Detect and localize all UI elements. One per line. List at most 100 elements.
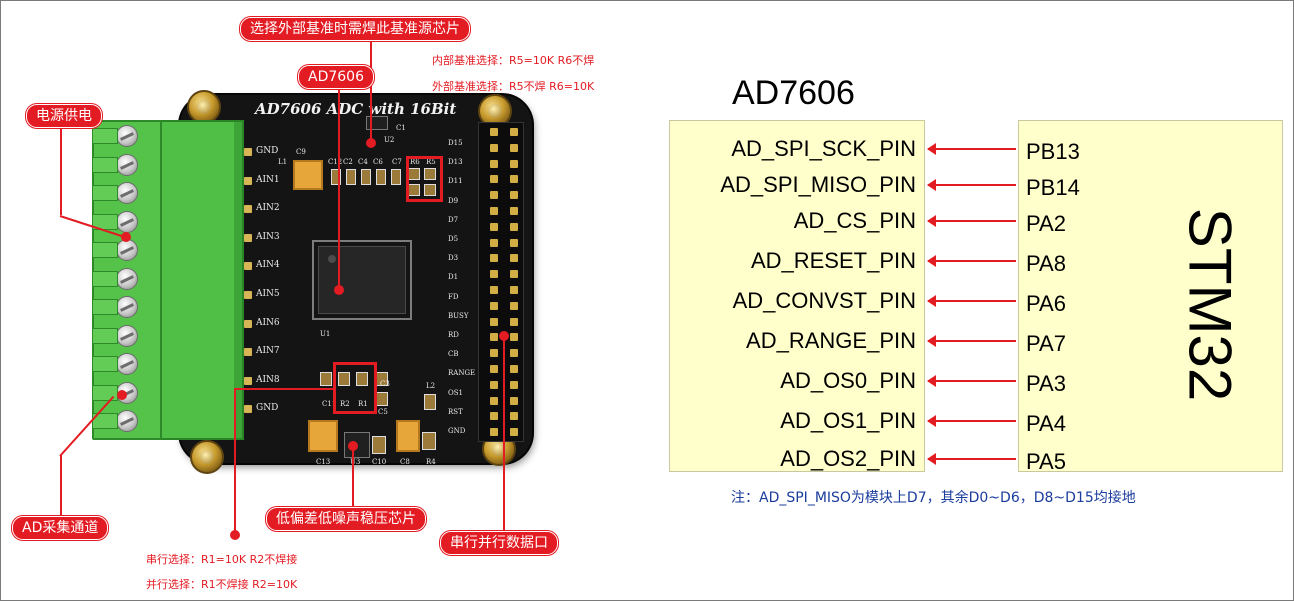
leader-power-dot (121, 232, 131, 242)
terminal-screw (116, 267, 138, 290)
header-pin (490, 349, 498, 358)
header-pin (490, 207, 498, 215)
header-pin (510, 286, 518, 294)
header-pin (490, 333, 498, 342)
header-pin (490, 254, 498, 263)
component-label: R6 (410, 158, 420, 166)
highlight-mode-resistors (333, 362, 377, 414)
leader-input-dot (117, 390, 127, 400)
pin1-marker (328, 255, 336, 263)
ad7606-signal-label: AD_RANGE_PIN (746, 328, 916, 353)
terminal-tab (92, 242, 118, 258)
header-pin (510, 365, 518, 373)
header-pin (510, 238, 518, 247)
left-pin-label: AIN7 (256, 346, 280, 357)
right-pin-label: BUSY (448, 311, 469, 320)
stm32-port-label: PA5 (1026, 449, 1066, 474)
right-pin-label: D3 (448, 254, 459, 263)
ad7606-signal-label: AD_OS2_PIN (780, 446, 916, 471)
pin-header (478, 122, 524, 442)
note-parallel-select: 并行选择：R1不焊接 R2=10K (146, 578, 298, 591)
component-label: U1 (320, 330, 331, 338)
component-label: R4 (426, 458, 436, 466)
smd-r1 (356, 372, 368, 386)
stm32-port-label: PA3 (1026, 371, 1066, 396)
terminal-pin-pad (244, 176, 252, 185)
header-pin (510, 270, 518, 279)
component-label: U3 (350, 458, 361, 466)
smd-c11 (320, 372, 332, 386)
left-pin-label: AIN2 (256, 203, 280, 214)
header-pin (510, 191, 518, 200)
terminal-tab (92, 356, 118, 372)
callout-data-port: 串行并行数据口 (440, 531, 558, 555)
smd-r2 (338, 372, 350, 386)
tantalum-cap-c8 (396, 420, 420, 452)
ad7606-pin-block (669, 120, 925, 472)
leader-reg-dot (348, 441, 358, 451)
smd-r4 (422, 432, 436, 450)
board-silkscreen-title: AD7606 ADC with 16Bit (255, 100, 457, 118)
terminal-screw (116, 324, 138, 347)
left-pin-label: GND (256, 403, 279, 414)
ad7606-signal-label: AD_OS0_PIN (780, 368, 916, 393)
header-pin (510, 349, 518, 358)
right-pin-label: RANGE (448, 369, 476, 378)
header-pin (510, 428, 518, 437)
smd-c7 (391, 169, 401, 185)
terminal-pin-pad (244, 233, 252, 242)
callout-regulator: 低偏差低噪声稳压芯片 (266, 507, 426, 531)
right-pin-label: OS1 (448, 388, 463, 397)
mcu-label: STM32 (1176, 207, 1244, 402)
right-pin-label: D15 (448, 139, 463, 147)
terminal-pin-pad (244, 348, 252, 357)
header-pin (510, 412, 518, 421)
component-label: L2 (426, 382, 436, 390)
terminal-screw (116, 353, 138, 375)
smd-l2 (424, 394, 436, 410)
connection-arrow (927, 179, 1016, 191)
smd-c10 (372, 436, 386, 454)
stm32-pin-block (1018, 120, 1283, 472)
connection-arrow (927, 335, 1016, 347)
terminal-pin-pad (244, 205, 252, 214)
component-label: U2 (384, 136, 395, 144)
leader-power-h (60, 125, 62, 215)
connection-arrow (927, 375, 1016, 387)
terminal-tab (92, 299, 118, 315)
terminal-screw (116, 210, 138, 233)
header-pin (510, 207, 518, 215)
note-internal-ref: 内部基准选择：R5=10K R6不焊 (432, 54, 595, 67)
terminal-tab (92, 128, 118, 144)
terminal-screw (116, 296, 138, 318)
terminal-pin-pad (244, 319, 252, 328)
header-pin (490, 365, 498, 373)
component-label: R5 (426, 158, 436, 166)
terminal-screw (116, 239, 138, 261)
stm32-port-label: PA8 (1026, 251, 1066, 276)
right-pin-label: D9 (448, 196, 459, 205)
tantalum-cap-c13 (308, 420, 338, 452)
callout-ad7606: AD7606 (298, 65, 374, 89)
component-label: C1 (396, 124, 406, 132)
smd-r5b (424, 184, 436, 196)
terminal-tab (92, 185, 118, 201)
leader-mode-h (234, 388, 334, 390)
pin-map-footnote: 注：AD_SPI_MISO为模块上D7，其余D0~D6，D8~D15均接地 (731, 490, 1136, 506)
smd-c3 (376, 392, 388, 406)
header-pin (490, 317, 498, 326)
component-label: C6 (373, 158, 383, 166)
leader-top (370, 38, 372, 142)
terminal-pin-pad (244, 262, 252, 271)
component-label: C10 (372, 458, 387, 466)
left-pin-label: AIN1 (256, 174, 280, 185)
leader-mode-dot (230, 530, 240, 540)
component-label: C8 (400, 458, 410, 466)
terminal-pin-pad (244, 376, 252, 385)
left-pin-label: AIN5 (256, 289, 280, 299)
connection-arrow (927, 415, 1016, 427)
callout-input-channels: AD采集通道 (12, 516, 109, 540)
connection-arrow (927, 215, 1016, 227)
stm32-port-label: PA6 (1026, 291, 1066, 316)
pin-map-title: AD7606 (732, 74, 855, 112)
